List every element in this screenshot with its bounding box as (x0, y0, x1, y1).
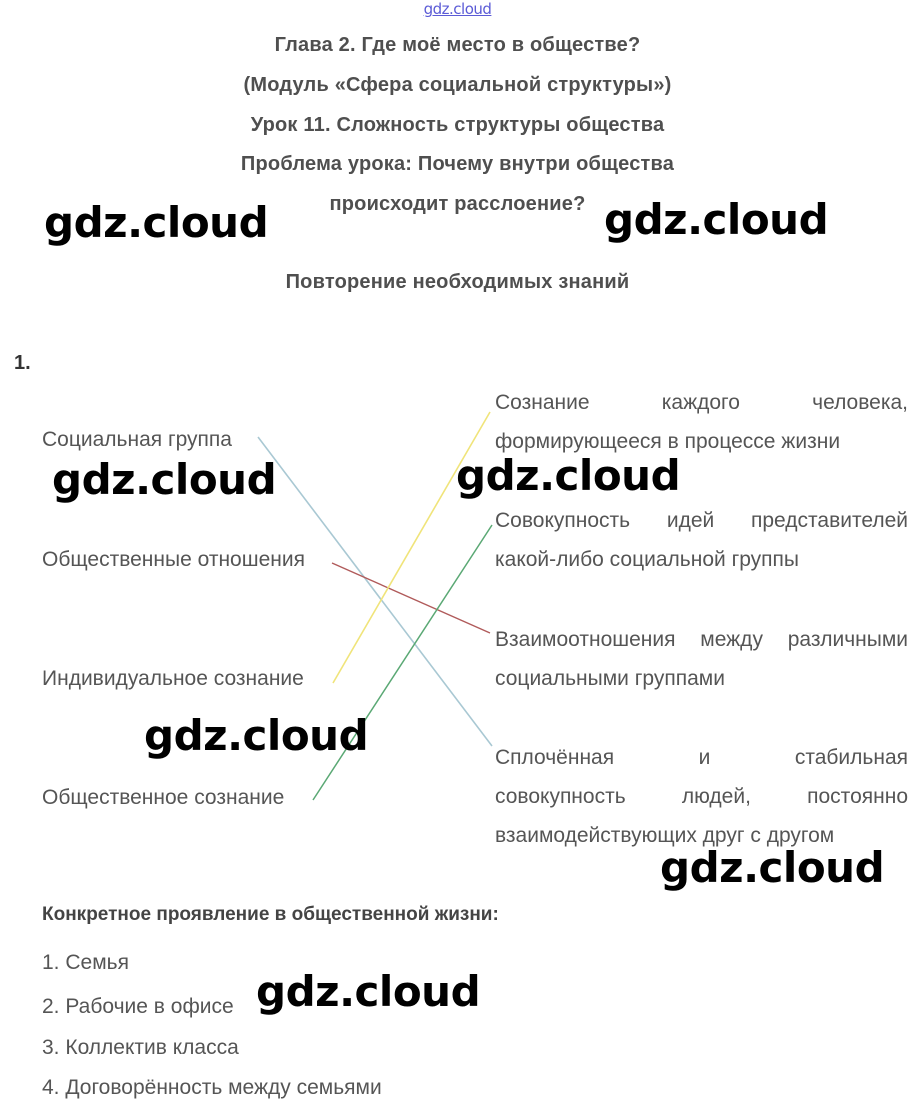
term-social-relations: Общественные отношения (42, 548, 305, 571)
examples-heading: Конкретное проявление в общественной жиз… (42, 904, 499, 925)
example-item-4: 4. Договорённость между семьями (42, 1076, 382, 1099)
example-item-2: 2. Рабочие в офисе (42, 995, 234, 1018)
watermark: gdz.cloud (144, 711, 369, 760)
definition-4-line-1: Сплочённая и стабильная (495, 746, 908, 769)
section-title: Повторение необходимых знаний (285, 271, 630, 293)
problem-line-1: Проблема урока: Почему внутри общества (240, 153, 675, 175)
definition-4-line-3: взаимодействующих друг с другом (495, 824, 835, 847)
term-public-consciousness: Общественное сознание (42, 786, 285, 809)
definition-2-line-2: какой-либо социальной группы (495, 548, 800, 571)
task-number: 1. (14, 352, 31, 374)
definition-4: Сплочённая и стабильная совокупность люд… (495, 738, 908, 855)
term-social-group: Социальная группа (42, 428, 232, 451)
definition-2-line-1: Совокупность идей представителей (495, 509, 908, 532)
line-social-group (257, 436, 493, 747)
lesson-title: Урок 11. Сложность структуры общества (250, 114, 665, 136)
watermark: gdz.cloud (456, 451, 681, 500)
line-relations (331, 562, 491, 634)
term-individual-consciousness: Индивидуальное сознание (42, 667, 304, 690)
definition-2: Совокупность идей представителей какой-л… (495, 501, 908, 579)
watermark: gdz.cloud (660, 843, 885, 892)
example-item-3: 3. Коллектив класса (42, 1036, 239, 1059)
watermark: gdz.cloud (256, 967, 481, 1016)
watermark-top-link[interactable]: gdz.cloud (423, 0, 492, 18)
definition-4-line-2: совокупность людей, постоянно (495, 785, 908, 808)
definition-3-line-1: Взаимоотношения между различными (495, 628, 908, 651)
watermark: gdz.cloud (604, 195, 829, 244)
definition-1-line-2: формирующееся в процессе жизни (495, 430, 841, 453)
line-individual (332, 411, 491, 684)
watermark: gdz.cloud (44, 198, 269, 247)
problem-line-2: происходит расслоение? (329, 193, 586, 215)
line-public (312, 524, 493, 801)
watermark: gdz.cloud (52, 455, 277, 504)
example-item-1: 1. Семья (42, 951, 129, 974)
definition-1-line-1: Сознание каждого человека, (495, 391, 908, 414)
definition-3-line-2: социальными группами (495, 667, 725, 690)
chapter-title: Глава 2. Где моё место в обществе? (274, 34, 641, 56)
definition-3: Взаимоотношения между различными социаль… (495, 620, 908, 698)
module-title: (Модуль «Сфера социальной структуры») (243, 74, 672, 96)
definition-1: Сознание каждого человека, формирующееся… (495, 383, 908, 461)
